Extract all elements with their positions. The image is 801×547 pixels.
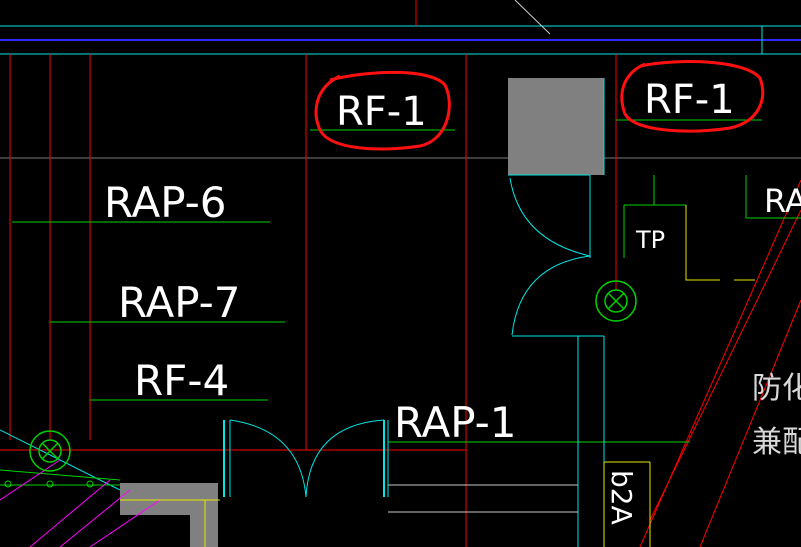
label-rf1-left: RF-1: [336, 89, 427, 135]
markup-ellipse-rf1-left: [314, 70, 451, 151]
cyan-door-swing-upper: [509, 177, 591, 257]
fan-symbol-left: [29, 430, 71, 472]
cyan-door-arc-right: [305, 419, 385, 498]
red-diagonal-3: [639, 179, 801, 547]
label-cn-line1: 防化: [752, 371, 801, 406]
label-b2a-partial: b2A: [605, 470, 638, 525]
label-rf1-right: RF-1: [644, 77, 735, 123]
markup-ellipse-rf1-right: [620, 60, 765, 133]
cyan-door-swing-lower: [511, 255, 591, 336]
gray-diagonal-top: [514, 0, 551, 35]
gray-column-block-bottom: [120, 483, 218, 547]
label-tp: TP: [635, 226, 665, 254]
label-rap1: RAP-1: [394, 398, 517, 447]
red-diagonal-2: [699, 299, 801, 547]
marker-dot-3: [86, 480, 94, 488]
magenta-hatch-3: [89, 499, 161, 547]
label-rap7: RAP-7: [118, 278, 241, 327]
yellow-line-tp: [685, 205, 720, 281]
magenta-hatch-4: [0, 459, 61, 501]
marker-dot-1: [4, 480, 12, 488]
label-cn-line2: 兼配: [752, 425, 801, 460]
gray-column-block: [508, 78, 604, 175]
fan-symbol-right: [595, 280, 637, 322]
label-rf4: RF-4: [134, 356, 229, 405]
green-hatch-1: [0, 469, 121, 481]
magenta-hatch-1: [29, 479, 111, 547]
label-ra-partial: RA: [764, 182, 801, 220]
label-rap6: RAP-6: [104, 178, 227, 227]
marker-dot-2: [46, 480, 54, 488]
magenta-hatch-2: [59, 489, 131, 547]
red-diagonal-1: [649, 209, 801, 521]
cyan-door-arc-left: [229, 419, 307, 498]
